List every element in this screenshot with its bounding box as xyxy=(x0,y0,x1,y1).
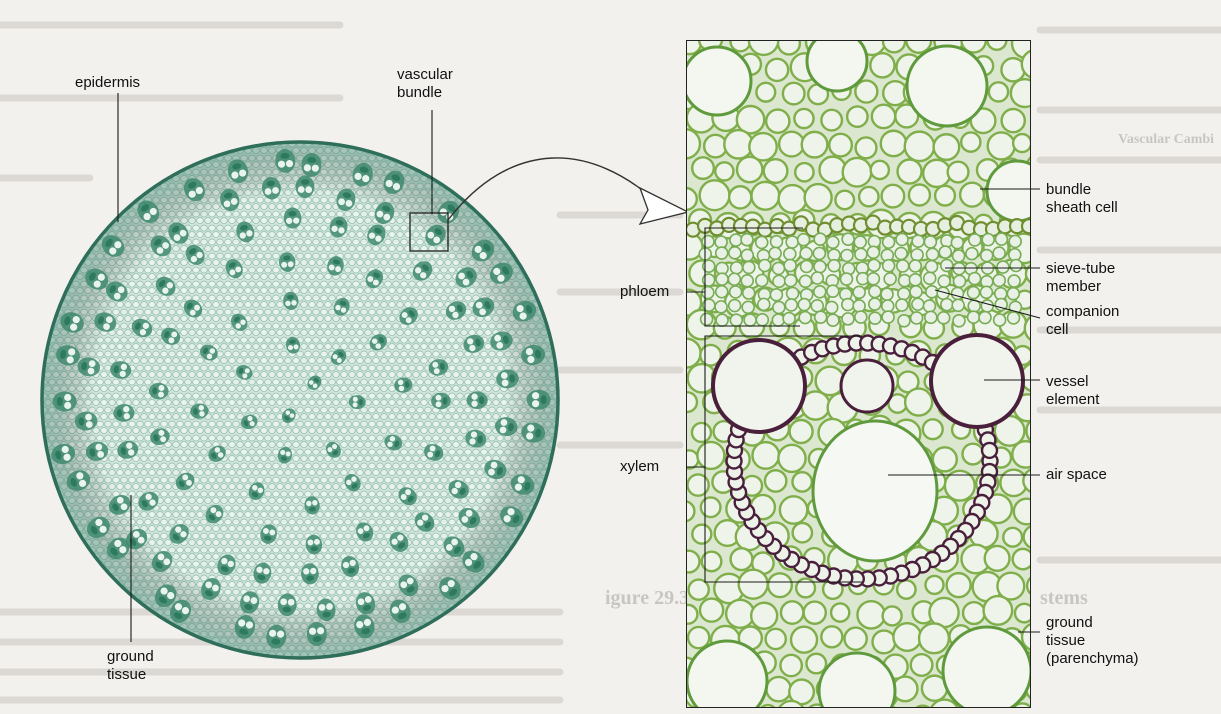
zoom-arrow xyxy=(448,158,660,220)
vessel-element-right xyxy=(931,335,1023,427)
label-phloem: phloem xyxy=(620,283,669,301)
label-air-space: air space xyxy=(1046,466,1107,484)
label-companion-cell: companion cell xyxy=(1046,303,1119,339)
label-sieve-tube-member: sieve-tube member xyxy=(1046,260,1115,296)
label-bundle-sheath-cell: bundle sheath cell xyxy=(1046,181,1118,217)
label-ground-tissue-parenchyma: ground tissue (parenchyma) xyxy=(1046,614,1139,668)
zoom-arrow-head xyxy=(640,188,688,224)
label-vascular-bundle: vascular bundle xyxy=(397,66,453,102)
label-ground-tissue: ground tissue xyxy=(107,648,154,684)
label-epidermis: epidermis xyxy=(75,74,140,92)
vascular-bundle xyxy=(431,393,451,409)
air-space xyxy=(813,421,937,561)
vessel-element-left xyxy=(713,340,805,432)
vascular-bundle xyxy=(53,392,77,412)
label-vessel-element: vessel element xyxy=(1046,373,1099,409)
label-xylem: xylem xyxy=(620,458,659,476)
micrograph-panel xyxy=(686,40,1031,708)
vascular-bundle xyxy=(527,390,551,410)
micrograph-image xyxy=(687,41,1031,708)
micrograph-cells xyxy=(687,41,1031,708)
vascular-bundle xyxy=(467,391,488,409)
